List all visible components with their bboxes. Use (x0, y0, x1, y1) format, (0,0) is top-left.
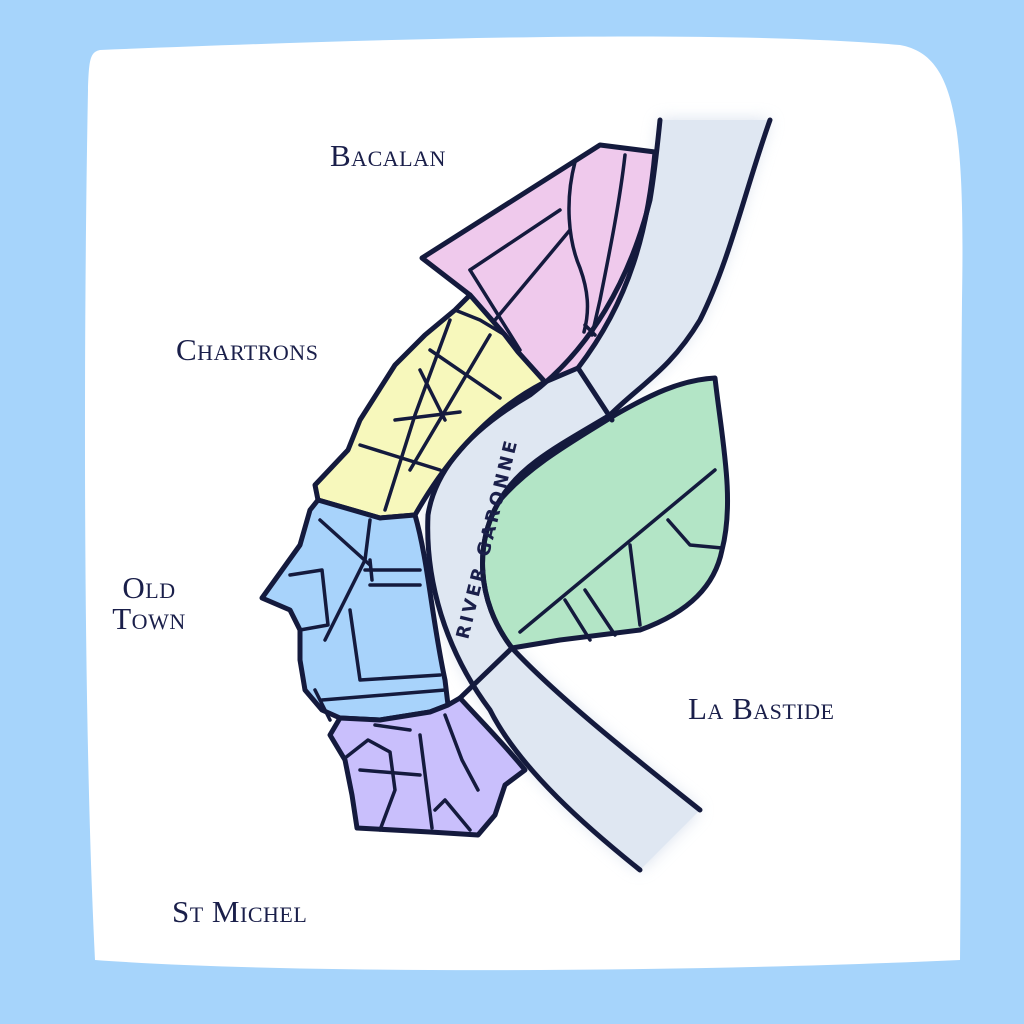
bridge-south (457, 645, 515, 701)
river-bank-east (480, 117, 773, 813)
label-chartrons: Chartrons (176, 332, 319, 367)
label-bacalan: Bacalan (330, 138, 446, 173)
label-st-michel: St Michel (172, 894, 308, 929)
river-bank-west (425, 117, 663, 873)
label-old-town-line2: Town (112, 601, 186, 636)
label-old-town-line1: Old (122, 570, 176, 605)
river (427, 120, 770, 870)
bridge-north (575, 365, 615, 423)
label-la-bastide: La Bastide (688, 691, 835, 726)
label-old-town: Old Town (108, 572, 190, 634)
streets (288, 153, 724, 832)
